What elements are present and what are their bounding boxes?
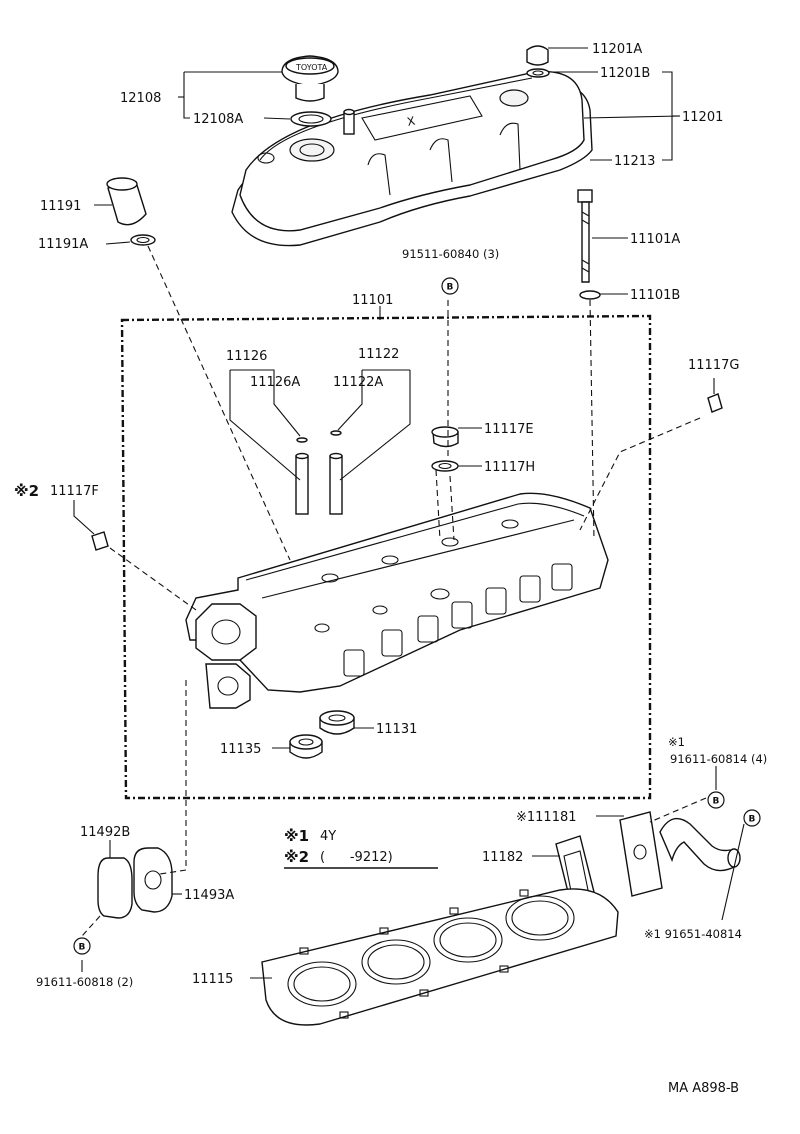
svg-text:TOYOTA: TOYOTA	[295, 63, 328, 72]
valve-cover: X	[231, 70, 593, 247]
label-11213: 11213	[614, 154, 655, 169]
oil-filler-cap: TOYOTA	[281, 55, 339, 127]
label-12108A: 12108A	[193, 112, 243, 127]
head-plugs	[91, 393, 723, 551]
label-11122: 11122	[358, 347, 399, 362]
label-11131: 11131	[376, 722, 417, 737]
legend-text-1: 4Y	[320, 829, 336, 844]
b-badge-91611-60818: B	[73, 937, 91, 955]
cover-stud	[577, 189, 601, 300]
label-91651-40814: ※1 91651-40814	[644, 927, 742, 941]
label-11201A: 11201A	[592, 42, 642, 57]
label-11126A: 11126A	[250, 375, 300, 390]
label-91611-60818: 91611-60818 (2)	[36, 975, 133, 989]
cam-seals	[289, 710, 355, 759]
label-12108: 12108	[120, 91, 161, 106]
head-assembly-frame	[120, 314, 652, 800]
cylinder-head	[185, 492, 609, 709]
label-111181: ※111181	[516, 810, 577, 825]
badge-letter: B	[79, 943, 86, 953]
badge-letter: B	[749, 815, 756, 825]
label-11182: 11182	[482, 850, 523, 865]
b-badge-91611-60814: B	[707, 791, 725, 809]
b-badge-91651: B	[743, 809, 761, 827]
label-91511-60840: 91511-60840 (3)	[402, 247, 499, 261]
label-11117F: 11117F	[50, 484, 99, 499]
label-11117G: 11117G	[688, 358, 739, 373]
head-gasket	[261, 888, 619, 1026]
label-11493A: 11493A	[184, 888, 234, 903]
badge-letter: B	[713, 797, 720, 807]
label-11201B: 11201B	[600, 66, 650, 81]
cover-nut	[526, 45, 550, 78]
svg-text:X: X	[406, 114, 417, 129]
label-11117H: 11117H	[484, 460, 535, 475]
b-badge-91511: B	[441, 277, 459, 295]
part-labels: 11201A 11201B 11201 11213 12108 12108A 1…	[14, 42, 767, 1096]
label-91611-60814: 91611-60814 (4)	[670, 752, 767, 766]
label-11115: 11115	[192, 972, 233, 987]
badge-letter: B	[447, 283, 454, 293]
spark-plug-tube	[106, 177, 156, 246]
label-11191A: 11191A	[38, 237, 88, 252]
legend: ※1 4Y ※2 ( -9212)	[284, 827, 393, 866]
outlet-gaskets	[97, 847, 173, 919]
label-11122A: 11122A	[333, 375, 383, 390]
label-11191: 11191	[40, 199, 81, 214]
dashed-relations	[81, 245, 707, 937]
leader-lines	[73, 47, 745, 979]
label-11135: 11135	[220, 742, 261, 757]
label-note1-mark: ※1	[668, 735, 685, 749]
label-11201: 11201	[682, 110, 723, 125]
valve-guides	[295, 430, 343, 515]
label-11101B: 11101B	[630, 288, 680, 303]
label-11117F-mark: ※2	[14, 482, 39, 500]
label-11101: 11101	[352, 293, 393, 308]
legend-mark-2: ※2	[284, 848, 309, 866]
label-11492B: 11492B	[80, 825, 130, 840]
label-11126: 11126	[226, 349, 267, 364]
legend-mark-1: ※1	[284, 827, 309, 845]
bypass-pipe	[619, 811, 741, 897]
label-11117E: 11117E	[484, 422, 534, 437]
label-11101A: 11101A	[630, 232, 680, 247]
legend-text-2: ( -9212)	[320, 850, 393, 865]
footer-code: MA A898-B	[668, 1081, 739, 1096]
